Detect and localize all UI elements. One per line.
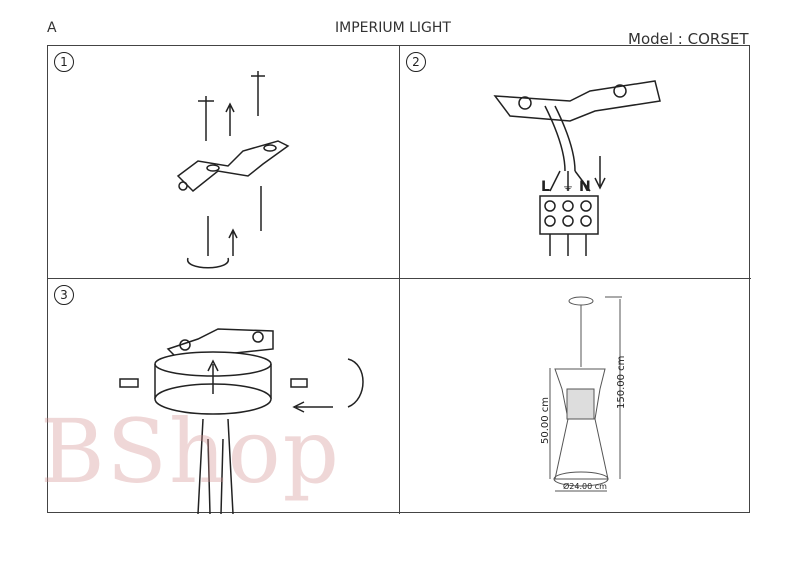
corner-label: A [47, 20, 57, 36]
total-height-label: 150.00 cm [616, 355, 627, 409]
shade-height-label: 50.00 cm [540, 396, 551, 444]
step-number: 1 [54, 52, 74, 72]
diameter-label: Ø24.00 cm [563, 482, 607, 491]
instruction-grid: 1 2 L ⏚ N 3 150.00 cm [47, 45, 751, 514]
model-label: Model : CORSET [628, 30, 749, 48]
bracket-mounting-drawing [176, 71, 290, 269]
terminal-neutral: N [579, 179, 591, 195]
wiring-drawing [493, 80, 661, 256]
step-3-panel: 3 [48, 279, 400, 514]
terminal-earth: ⏚ [562, 179, 575, 193]
step-number: 3 [54, 285, 74, 305]
canopy-fixing-drawing [119, 328, 364, 514]
dimensions-panel: 150.00 cm 50.00 cm Ø24.00 cm [400, 279, 751, 514]
terminal-live: L [541, 179, 550, 195]
brand-title: IMPERIUM LIGHT [335, 20, 451, 36]
watermark: BShop [40, 400, 341, 503]
step-2-panel: 2 L ⏚ N [400, 46, 751, 279]
step-1-panel: 1 [48, 46, 400, 279]
pendant-dimensions-drawing [549, 296, 622, 492]
step-number: 2 [406, 52, 426, 72]
